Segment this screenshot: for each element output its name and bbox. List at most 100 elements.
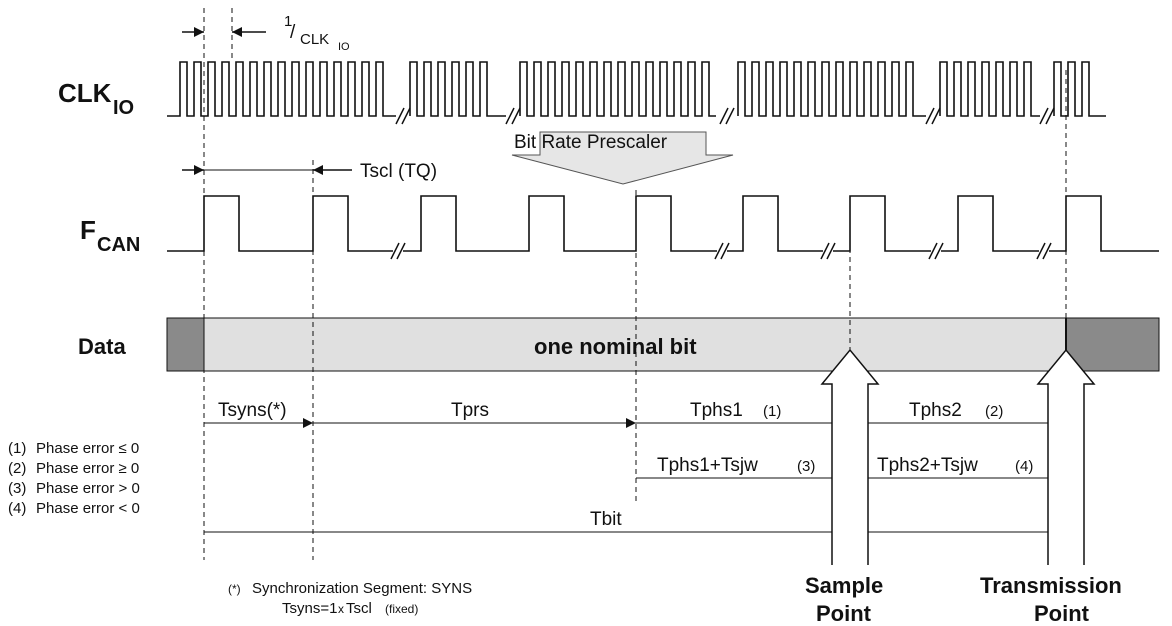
clk-io-segment <box>737 61 926 117</box>
svg-text:Tphs2: Tphs2 <box>909 400 962 421</box>
svg-text:(2): (2) <box>985 403 1003 420</box>
tsyns-label: Tsyns(*) <box>218 400 287 421</box>
tscl-annotation: Tscl (TQ) <box>182 161 437 182</box>
svg-text:CLK: CLK <box>300 31 329 48</box>
svg-text:F: F <box>80 215 96 245</box>
nominal-bit-label: one nominal bit <box>534 334 697 359</box>
data-nominal-bit <box>203 317 1067 372</box>
svg-text:Phase error ≤ 0: Phase error ≤ 0 <box>36 440 139 457</box>
fcan-break-mark <box>934 242 944 260</box>
clk-break-mark-gap <box>398 108 408 124</box>
data-bar: one nominal bit <box>166 317 1160 372</box>
svg-text:IO: IO <box>113 97 134 119</box>
note-3: (3) Phase error > 0 <box>8 480 140 497</box>
tphs2-label: Tphs2 (2) <box>909 400 1003 421</box>
fcan-trace <box>167 195 1159 252</box>
tscl-label: Tscl (TQ) <box>360 161 437 182</box>
svg-text:Tscl: Tscl <box>346 600 372 617</box>
svg-text:Phase error ≥ 0: Phase error ≥ 0 <box>36 460 139 477</box>
svg-text:IO: IO <box>338 41 350 53</box>
tprs-label: Tprs <box>451 400 489 421</box>
tphs2-sjw-label: Tphs2+Tsjw (4) <box>877 455 1033 476</box>
fcan-break-mark <box>396 242 406 260</box>
fcan-break-mark <box>720 242 730 260</box>
note-4: (4) Phase error < 0 <box>8 500 140 517</box>
svg-text:Phase error < 0: Phase error < 0 <box>36 500 140 517</box>
svg-text:Point: Point <box>816 601 872 626</box>
fcan-break-mark <box>390 242 400 260</box>
fcan-break-mark <box>1036 242 1046 260</box>
note-2: (2) Phase error ≥ 0 <box>8 460 139 477</box>
sample-point-arrow <box>820 348 880 565</box>
clk-break-mark <box>931 107 941 125</box>
clk-io-segment <box>167 61 396 117</box>
prescaler-label: Bit Rate Prescaler <box>514 132 668 153</box>
fcan-break-mark-gap <box>823 243 833 259</box>
fcan-break-mark-gap <box>1039 243 1049 259</box>
fcan-break-mark-gap <box>717 243 727 259</box>
svg-text:(2): (2) <box>8 460 26 477</box>
clk-break-mark-gap <box>1042 108 1052 124</box>
svg-text:Tphs1: Tphs1 <box>690 400 743 421</box>
svg-text:x: x <box>338 602 344 616</box>
clk-io-segment <box>1053 61 1106 117</box>
clk-io-segment <box>939 61 1040 117</box>
svg-text:Tsyns=1: Tsyns=1 <box>282 600 337 617</box>
clk-break-mark <box>1045 107 1055 125</box>
clk-break-mark <box>925 107 935 125</box>
clk-io-waveform <box>167 61 1106 117</box>
clk-break-mark <box>505 107 515 125</box>
fcan-label: F CAN <box>80 215 140 256</box>
fcan-break-mark-gap <box>931 243 941 259</box>
clk-break-mark <box>725 107 735 125</box>
svg-text:CLK: CLK <box>58 78 112 108</box>
fcan-waveform <box>167 195 1159 252</box>
svg-text:Sample: Sample <box>805 573 883 598</box>
clk-break-mark <box>1039 107 1049 125</box>
clk-io-segment <box>409 61 506 117</box>
phase-error-notes: (1) Phase error ≤ 0 (2) Phase error ≥ 0 … <box>8 440 140 517</box>
svg-text:CAN: CAN <box>97 234 140 256</box>
clk-break-mark <box>511 107 521 125</box>
data-previous-bit <box>166 317 205 372</box>
clk-break-mark-gap <box>928 108 938 124</box>
clk-break-mark <box>395 107 405 125</box>
svg-text:Transmission: Transmission <box>980 573 1122 598</box>
clk-period-annotation: 1 / CLK IO <box>182 13 350 53</box>
clk-break-mark <box>719 107 729 125</box>
transmission-point-label: Transmission Point <box>980 573 1122 626</box>
clk-io-label: CLK IO <box>58 78 134 119</box>
svg-text:Phase error > 0: Phase error > 0 <box>36 480 140 497</box>
clk-break-mark-gap <box>722 108 732 124</box>
svg-text:(3): (3) <box>8 480 26 497</box>
note-1: (1) Phase error ≤ 0 <box>8 440 139 457</box>
fcan-break-mark <box>820 242 830 260</box>
fcan-break-mark <box>1042 242 1052 260</box>
svg-text:/: / <box>290 22 296 43</box>
tphs1-sjw-label: Tphs1+Tsjw (3) <box>657 455 815 476</box>
clk-io-segment <box>519 61 716 117</box>
svg-text:Point: Point <box>1034 601 1090 626</box>
clk-break-mark-gap <box>508 108 518 124</box>
data-label: Data <box>78 334 126 359</box>
svg-text:(4): (4) <box>1015 458 1033 475</box>
svg-text:(fixed): (fixed) <box>385 602 418 616</box>
fcan-break-mark <box>826 242 836 260</box>
svg-text:Tphs1+Tsjw: Tphs1+Tsjw <box>657 455 758 476</box>
transmission-point-arrow <box>1036 348 1096 565</box>
tbit-label: Tbit <box>590 509 622 530</box>
svg-text:(*): (*) <box>228 582 241 596</box>
sample-point-label: Sample Point <box>805 573 883 626</box>
svg-text:Synchronization Segment: SYNS: Synchronization Segment: SYNS <box>252 580 472 597</box>
svg-text:1: 1 <box>284 13 292 30</box>
svg-text:(1): (1) <box>763 403 781 420</box>
svg-text:(3): (3) <box>797 458 815 475</box>
fcan-break-mark <box>714 242 724 260</box>
data-next-bit <box>1065 317 1160 372</box>
svg-text:(4): (4) <box>8 500 26 517</box>
sync-segment-footnote: (*) Synchronization Segment: SYNS Tsyns=… <box>228 580 472 617</box>
fcan-break-mark-gap <box>393 243 403 259</box>
break-marks <box>390 107 1055 260</box>
segment-arrows <box>204 418 1066 537</box>
